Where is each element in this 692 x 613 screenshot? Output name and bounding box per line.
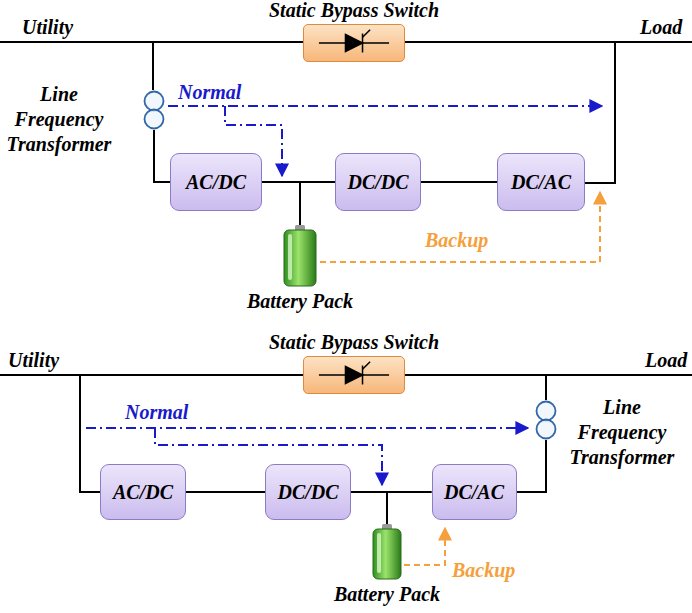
node-label: DC/AC	[511, 170, 571, 195]
wires	[0, 42, 692, 492]
process-box: DC/DC	[335, 153, 421, 211]
path-label: Utility	[8, 348, 59, 372]
path-label: Normal	[125, 400, 188, 424]
path-label: Normal	[178, 80, 241, 104]
node-label: DC/AC	[444, 480, 504, 505]
process-box: AC/DC	[100, 464, 186, 520]
bypass-switch: Static Bypass Switch	[303, 24, 405, 62]
node-label: DC/DC	[277, 480, 338, 505]
node-label: AC/DC	[113, 480, 173, 505]
transformer-coils	[143, 90, 165, 130]
process-box: DC/AC	[497, 153, 585, 211]
wire-connector	[517, 440, 547, 492]
transformer-symbol: Line Frequency Transformer	[143, 90, 165, 130]
process-box: AC/DC	[170, 153, 262, 211]
path-label: Backup	[452, 558, 515, 582]
battery-pack: Battery Pack	[372, 524, 402, 580]
normal-path	[86, 106, 602, 485]
node-label: Line Frequency Transformer	[0, 82, 121, 157]
process-box: DC/AC	[432, 464, 517, 520]
node-label: Static Bypass Switch	[269, 0, 439, 23]
wire-connector	[262, 182, 300, 225]
node-label: Battery Pack	[247, 289, 353, 314]
node-label: AC/DC	[186, 170, 246, 195]
backup-path	[320, 192, 600, 565]
path-label: Load	[645, 348, 687, 372]
node-label: Battery Pack	[334, 582, 440, 607]
node-label: Line Frequency Transformer	[560, 395, 684, 470]
battery-icon	[372, 524, 402, 580]
thyristor-symbol	[304, 357, 404, 393]
wire-connector	[154, 130, 170, 182]
battery-icon	[283, 225, 317, 287]
process-box: DC/DC	[265, 464, 351, 520]
transformer-coils	[535, 400, 557, 440]
transformer-symbol: Line Frequency Transformer	[535, 400, 557, 440]
battery-pack: Battery Pack	[283, 225, 317, 287]
node-label: DC/DC	[347, 170, 408, 195]
thyristor-symbol	[304, 25, 404, 61]
wire-connector	[387, 492, 432, 524]
bypass-switch: Static Bypass Switch	[303, 356, 405, 394]
wire-connector	[186, 491, 265, 493]
path-label: Load	[640, 15, 682, 39]
path-label: Utility	[22, 15, 73, 39]
node-label: Static Bypass Switch	[269, 330, 439, 355]
wire-connector	[421, 181, 497, 183]
path-label: Backup	[425, 228, 488, 252]
